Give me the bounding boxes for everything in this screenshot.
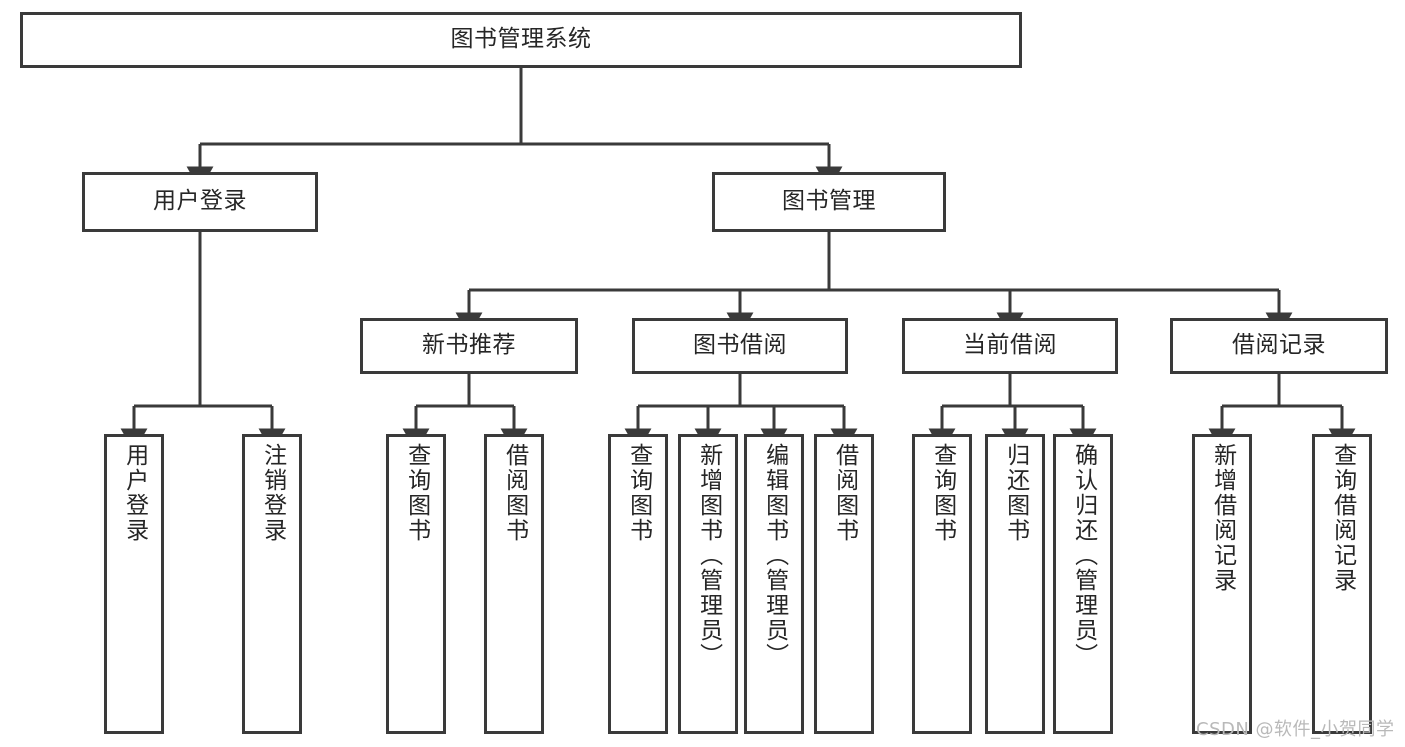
node-label: 查询图书 [929,443,956,543]
node-label: 新增借阅记录 [1209,443,1236,593]
node-leaf3[interactable]: 查询图书 [386,434,446,734]
node-label: 图书借阅 [693,332,787,359]
node-l2c[interactable]: 当前借阅 [902,318,1118,374]
node-label: 确认归还（管理员） [1070,443,1097,668]
node-leaf11[interactable]: 确认归还（管理员） [1053,434,1113,734]
node-label: 借阅图书 [831,443,858,543]
node-leaf8[interactable]: 借阅图书 [814,434,874,734]
node-leaf6[interactable]: 新增图书（管理员） [678,434,738,734]
node-leaf2[interactable]: 注销登录 [242,434,302,734]
node-leaf13[interactable]: 查询借阅记录 [1312,434,1372,734]
node-leaf4[interactable]: 借阅图书 [484,434,544,734]
node-leaf12[interactable]: 新增借阅记录 [1192,434,1252,734]
node-l2a[interactable]: 新书推荐 [360,318,578,374]
node-label: 新增图书（管理员） [695,443,722,668]
node-label: 查询图书 [403,443,430,543]
node-label: 借阅记录 [1232,332,1326,359]
node-label: 图书管理 [782,188,876,215]
node-l1b[interactable]: 图书管理 [712,172,946,232]
node-root[interactable]: 图书管理系统 [20,12,1022,68]
node-l2d[interactable]: 借阅记录 [1170,318,1388,374]
node-label: 用户登录 [153,188,247,215]
node-leaf1[interactable]: 用户登录 [104,434,164,734]
node-l1a[interactable]: 用户登录 [82,172,318,232]
node-label: 借阅图书 [501,443,528,543]
node-leaf7[interactable]: 编辑图书（管理员） [744,434,804,734]
node-label: 归还图书 [1002,443,1029,543]
node-label: 图书管理系统 [450,26,592,53]
node-l2b[interactable]: 图书借阅 [632,318,848,374]
node-leaf9[interactable]: 查询图书 [912,434,972,734]
node-label: 查询图书 [625,443,652,543]
node-label: 用户登录 [121,443,148,543]
node-label: 新书推荐 [422,332,516,359]
node-leaf10[interactable]: 归还图书 [985,434,1045,734]
node-label: 注销登录 [259,443,286,543]
watermark-label: CSDN @软件_小贺同学 [1196,719,1395,740]
node-label: 查询借阅记录 [1329,443,1356,593]
node-leaf5[interactable]: 查询图书 [608,434,668,734]
node-label: 编辑图书（管理员） [761,443,788,668]
node-label: 当前借阅 [963,332,1057,359]
